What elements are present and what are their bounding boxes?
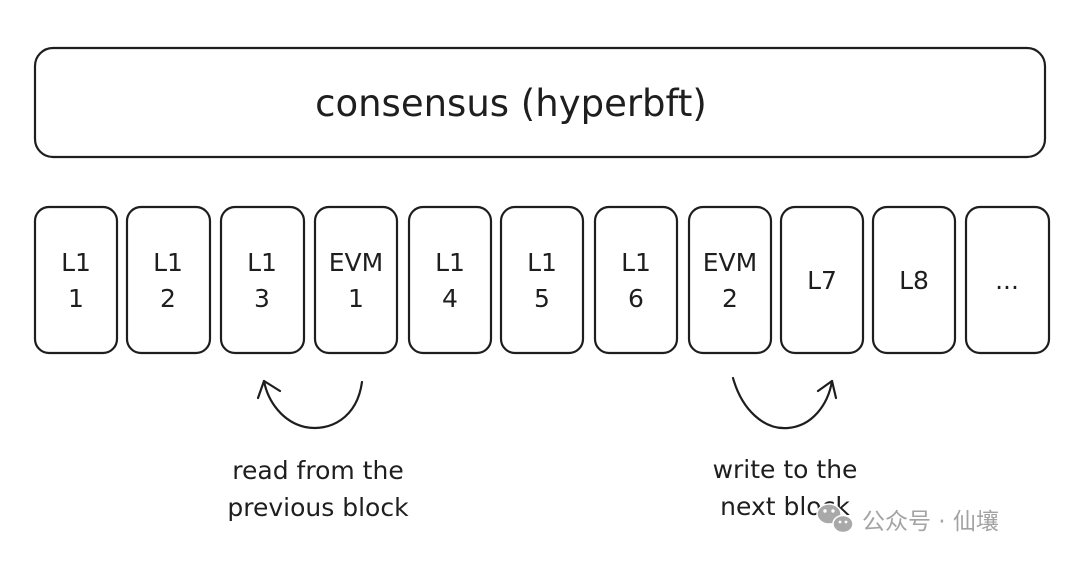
block-label-line1: L1 [435, 248, 465, 277]
block-evm-1: EVM 1 [313, 205, 399, 355]
block-label-line2: 1 [68, 284, 84, 313]
watermark: 公众号 · 仙壤 [816, 503, 1000, 537]
block-l1-3: L1 3 [219, 205, 306, 355]
read-arrow-curve [262, 379, 364, 430]
write-arrowhead [816, 379, 838, 400]
read-annotation: read from the previous block [227, 456, 409, 522]
block-l1-2: L1 2 [125, 205, 212, 355]
block-l1-5: L1 5 [499, 205, 585, 355]
block-label-line1: L7 [807, 266, 837, 295]
read-annotation-line2: previous block [227, 493, 409, 522]
block-label-line1: L1 [247, 248, 277, 277]
block-label-line1: ... [995, 266, 1019, 295]
block-l8: L8 [871, 205, 957, 355]
block-label-line2: 5 [534, 284, 550, 313]
read-arrow [256, 379, 364, 430]
read-annotation-line1: read from the [232, 456, 403, 485]
block-label-line1: L1 [153, 248, 183, 277]
block-ellipsis: ... [964, 205, 1051, 355]
consensus-box: consensus (hyperbft) [33, 46, 1047, 159]
consensus-label: consensus (hyperbft) [315, 82, 707, 125]
block-frame [779, 205, 865, 355]
block-frame [687, 205, 773, 355]
block-label-line2: 3 [254, 284, 270, 313]
block-label-line1: L1 [527, 248, 557, 277]
write-annotation: write to the next block [713, 455, 858, 521]
block-label-line1: L1 [61, 248, 91, 277]
block-frame [964, 205, 1051, 355]
block-label-line1: L8 [899, 266, 929, 295]
write-arrow-curve [731, 376, 834, 430]
write-annotation-line1: write to the [713, 455, 858, 484]
block-label-line2: 2 [160, 284, 176, 313]
read-arrowhead [256, 379, 282, 400]
block-frame [33, 205, 119, 355]
block-l7: L7 [779, 205, 865, 355]
block-label-line1: EVM [703, 248, 757, 277]
block-frame [593, 205, 679, 355]
write-arrow [731, 376, 838, 430]
block-frame [313, 205, 399, 355]
block-frame [499, 205, 585, 355]
wechat-icon [816, 503, 854, 534]
block-label-line2: 2 [722, 284, 738, 313]
block-evm-2: EVM 2 [687, 205, 773, 355]
block-label-line2: 1 [348, 284, 364, 313]
block-frame [125, 205, 212, 355]
consensus-frame [33, 46, 1047, 159]
block-label-line1: L1 [621, 248, 651, 277]
block-l1-4: L1 4 [407, 205, 493, 355]
block-frame [219, 205, 306, 355]
block-label-line2: 4 [442, 284, 458, 313]
block-frame [871, 205, 957, 355]
block-l1-6: L1 6 [593, 205, 679, 355]
block-frame [407, 205, 493, 355]
block-label-line1: EVM [329, 248, 383, 277]
watermark-text: 公众号 · 仙壤 [862, 509, 999, 535]
block-label-line2: 6 [628, 284, 644, 313]
block-row: L1 1 L1 2 L1 3 EVM 1 L1 4 L1 5 [33, 205, 1051, 355]
block-l1-1: L1 1 [33, 205, 119, 355]
